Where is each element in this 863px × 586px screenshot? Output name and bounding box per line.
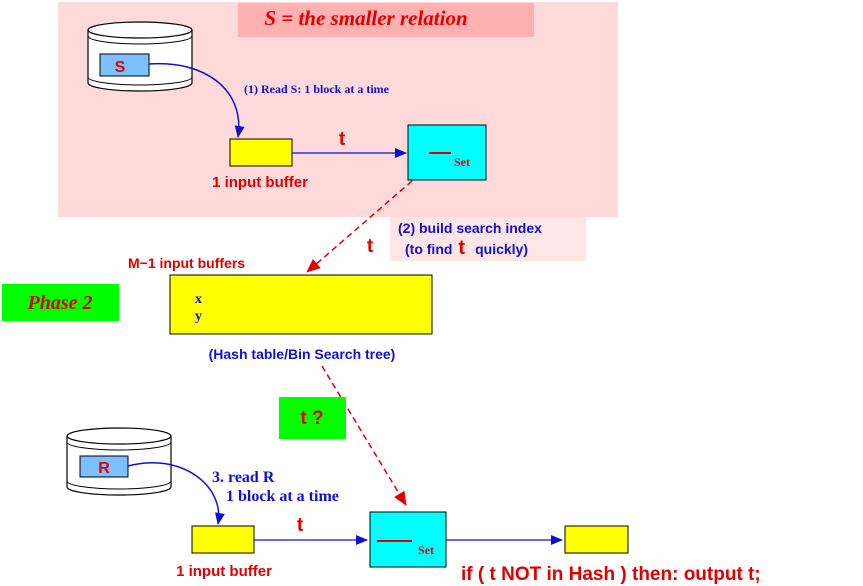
phase2-set-label: Set [418,543,434,557]
probe-dashed-arrow [321,365,407,506]
probe-label: t ? [300,408,323,429]
phase2-set-box [369,511,447,568]
phase2-label-box [2,284,119,321]
phase2-input-buffer [191,525,255,554]
phase2-label: Phase 2 [27,292,93,314]
m-minus-1-buffers-label: M−1 input buffers [128,255,245,271]
phase1-input-buffer [229,138,293,167]
build-index-dashed-arrow [306,180,413,273]
buffer-value-y: y [195,309,202,324]
phase1-title-box [238,3,534,37]
read-r-line2: 1 block at a time [226,488,339,505]
output-condition: if ( t NOT in Hash ) then: output t; [461,564,761,585]
build-note-line2: (to find t quickly) [405,237,528,259]
phase2-tuple-arrow-label: t [297,515,304,536]
phase2-input-buffer-label: 1 input buffer [176,563,272,580]
phase1-title: S = the smaller relation [264,6,467,30]
probe-label-box [279,397,346,439]
build-note-box [390,217,586,261]
phase1-input-buffer-label: 1 input buffer [212,174,308,191]
build-note-line2b: quickly) [475,241,528,257]
relation-s-label: S [115,59,126,76]
read-r-line1: 3. read R [212,469,275,486]
read-s-arrow [148,62,245,138]
read-r-arrow [127,461,225,525]
phase1-tuple-arrow-label: t [339,129,346,150]
read-s-note: (1) Read S: 1 block at a time [244,82,390,96]
index-structure-label: (Hash table/Bin Search tree) [209,346,396,362]
buffer-value-x: x [195,292,202,307]
build-index-arrow-label: t [367,236,374,257]
build-note-line2a: (to find [405,241,452,257]
relation-r-block [79,455,129,478]
build-note-t: t [458,237,465,259]
relation-r-label: R [98,460,110,477]
phase1-set-label: Set [454,155,470,169]
build-note-line1: (2) build search index [398,220,542,236]
m-minus-1-buffers-box [169,274,433,335]
relation-s-block [99,53,150,77]
output-buffer [564,525,629,554]
